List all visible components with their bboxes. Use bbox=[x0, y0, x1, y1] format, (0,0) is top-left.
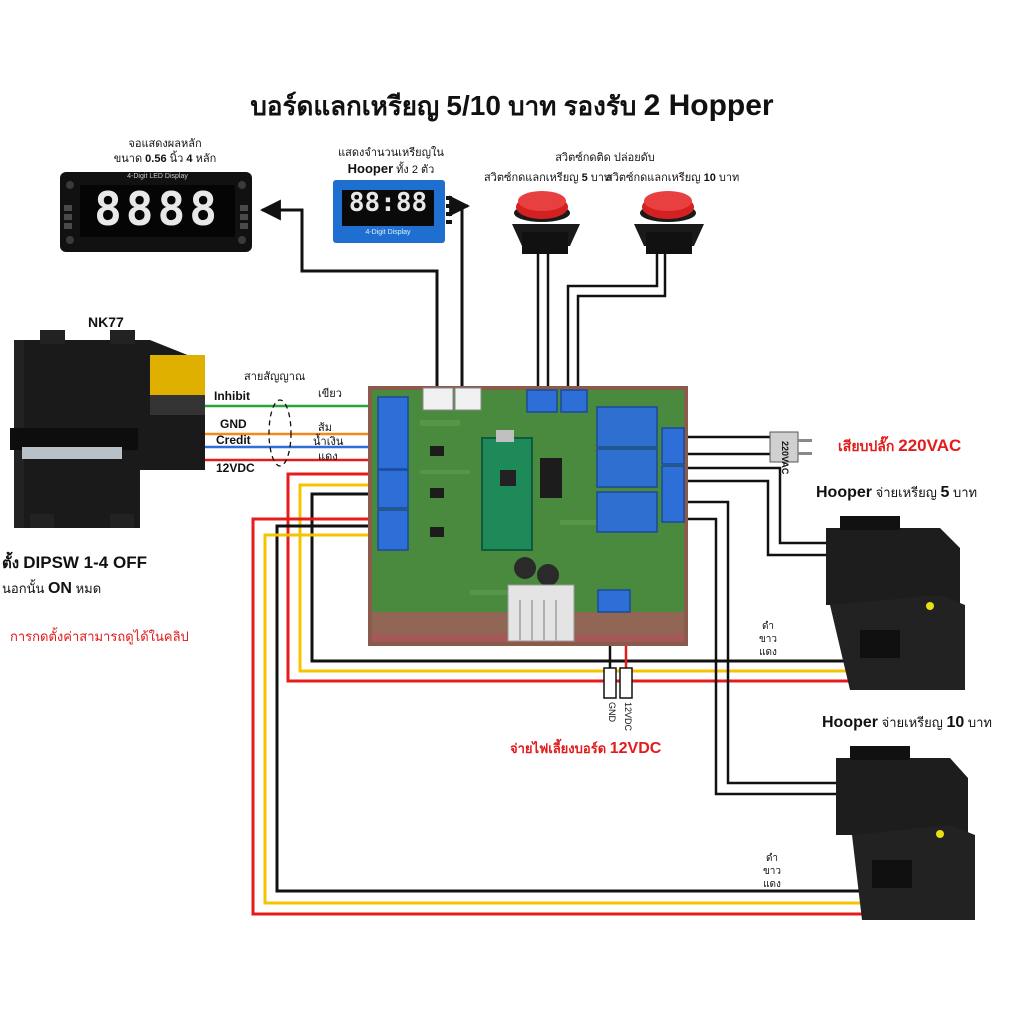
big-display-caption-line1: จอแสดงผลหลัก bbox=[128, 138, 202, 150]
big-display-caption-line2: ขนาด 0.56 นิ้ว 4 หลัก bbox=[113, 153, 217, 165]
wire-small-display bbox=[449, 195, 471, 393]
hopper-icon bbox=[836, 746, 975, 920]
dc-plug-12v bbox=[619, 667, 633, 699]
wire-color-red-label: แดง bbox=[318, 451, 338, 463]
ac-power-caption: เสียบปลั๊ก 220VAC bbox=[838, 436, 962, 455]
wire-hopper10-red bbox=[251, 517, 890, 916]
pin-inhibit: Inhibit bbox=[214, 389, 250, 403]
pin-credit: Credit bbox=[216, 433, 251, 447]
wire-relay-h10-a bbox=[680, 500, 840, 785]
small-display-caption: แสดงจำนวนเหรียญใน Hooper ทั้ง 2 ตัว bbox=[316, 145, 466, 178]
hopper10-wire-red-label: แดง bbox=[763, 879, 781, 890]
small-led-display-icon bbox=[333, 180, 452, 243]
wire-sw10-a bbox=[576, 250, 667, 393]
push-button-icon[interactable] bbox=[512, 191, 580, 254]
hopper5-label: Hooper จ่ายเหรียญ 5 บาท bbox=[816, 484, 978, 501]
pcb-board-icon bbox=[368, 386, 688, 646]
setup-note: การกดตั้งค่าสามารถดูได้ในคลิป bbox=[10, 629, 189, 644]
wire-sw10-b bbox=[566, 250, 659, 393]
hopper10-wire-white-label: ขาว bbox=[762, 866, 782, 877]
big-led-display-icon bbox=[60, 172, 252, 252]
small-display-caption-line1: แสดงจำนวนเหรียญใน bbox=[338, 147, 444, 159]
hopper10-wire-colors: ดำ ขาว แดง bbox=[760, 852, 784, 891]
pin-12vdc: 12VDC bbox=[216, 461, 255, 475]
signal-bundle-ellipse bbox=[268, 399, 292, 467]
wire-hopper10-yellow bbox=[263, 533, 882, 905]
push-button-icon[interactable] bbox=[634, 191, 704, 254]
wires bbox=[205, 195, 890, 916]
wire-relay-h5-a bbox=[680, 466, 826, 545]
wire-big-display bbox=[259, 199, 439, 393]
dc-plug-gnd bbox=[603, 667, 617, 699]
dipswitch-instruction: ตั้ง DIPSW 1-4 OFF bbox=[2, 553, 147, 572]
ac-plug-icon bbox=[769, 431, 812, 463]
wire-hopper5-yellow bbox=[298, 483, 870, 673]
wire-color-orange-label: ส้ม bbox=[318, 422, 332, 434]
hopper5-wire-red-label: แดง bbox=[759, 647, 777, 658]
hopper5-wire-black-label: ดำ bbox=[761, 621, 775, 632]
wire-relay-h10-b bbox=[680, 517, 840, 796]
switch-10-label: สวิตซ์กดแลกเหรียญ 10 บาท bbox=[606, 172, 740, 184]
dipswitch-else-instruction: นอกนั้น ON หมด bbox=[2, 580, 102, 597]
hopper5-wire-colors: ดำ ขาว แดง bbox=[756, 620, 780, 659]
acceptor-name: NK77 bbox=[88, 314, 124, 330]
wire-hopper5-red bbox=[286, 472, 878, 683]
hopper10-wire-black-label: ดำ bbox=[765, 853, 779, 864]
dc-gnd-label: GND bbox=[607, 702, 617, 722]
dc-power-caption: จ่ายไฟเลี้ยงบอร์ด 12VDC bbox=[510, 740, 662, 757]
signal-cable-label: สายสัญญาณ bbox=[244, 371, 306, 383]
big-display-caption: จอแสดงผลหลัก ขนาด 0.56 นิ้ว 4 หลัก bbox=[90, 137, 240, 167]
switch-5-label: สวิตซ์กดแลกเหรียญ 5 บาท bbox=[484, 172, 612, 184]
switches-header: สวิตซ์กดติด ปล่อยดับ bbox=[555, 152, 655, 164]
small-display-caption-line2: Hooper ทั้ง 2 ตัว bbox=[347, 161, 435, 176]
pin-gnd: GND bbox=[220, 417, 247, 431]
wire-hopper10-black bbox=[275, 524, 860, 893]
wire-hopper5-black bbox=[310, 492, 845, 663]
dc-12v-label: 12VDC bbox=[623, 702, 633, 732]
wire-color-green-label: เขียว bbox=[318, 388, 342, 400]
hopper10-label: Hooper จ่ายเหรียญ 10 บาท bbox=[822, 714, 992, 731]
big-display-module-label: 4-Digit LED Display bbox=[127, 173, 188, 180]
wire-color-blue-label: น้ำเงิน bbox=[313, 436, 344, 448]
coin-acceptor-icon bbox=[10, 330, 205, 528]
hopper-icon bbox=[826, 516, 965, 690]
small-display-digits: 88:88 bbox=[348, 188, 428, 218]
page-title: บอร์ดแลกเหรียญ 5/10 บาท รองรับ 2 Hopper bbox=[250, 89, 774, 122]
small-display-module-label: 4-Digit Display bbox=[365, 229, 411, 236]
wire-relay-h5-b bbox=[680, 479, 826, 557]
big-display-digits: 8888 bbox=[94, 182, 221, 236]
hopper5-wire-white-label: ขาว bbox=[758, 634, 778, 645]
ac-plug-label: 220VAC bbox=[780, 441, 790, 475]
